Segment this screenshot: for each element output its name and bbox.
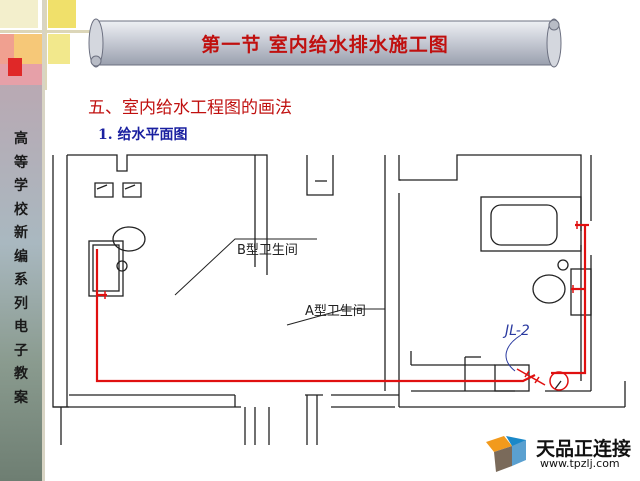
sidebar-char: 案 — [14, 389, 28, 406]
sidebar-char: 校 — [14, 201, 28, 218]
sidebar-char: 学 — [14, 178, 28, 194]
water-supply-floor-plan: B型卫生间 A型卫生间 JL-2 — [52, 154, 626, 445]
sidebar-divider — [42, 0, 45, 481]
sub-heading: 1. 给水平面图 — [98, 127, 188, 143]
sidebar-char: 等 — [14, 154, 28, 171]
sidebar-char: 系 — [14, 272, 28, 288]
sidebar-char: 电 — [14, 319, 28, 335]
section-heading: 五、室内给水工程图的画法 — [88, 98, 292, 118]
sidebar-caption: 高 等 学 校 新 编 系 列 电 子 教 案 — [8, 128, 34, 410]
slide-title: 第一节 室内给水排水施工图 — [201, 34, 449, 56]
corner-decoration — [0, 0, 90, 90]
room-label-b: B型卫生间 — [237, 243, 298, 258]
sidebar-photo-strip — [0, 85, 42, 481]
title-scroll-banner — [88, 18, 562, 68]
watermark-logo-icon — [486, 436, 526, 472]
sidebar-char: 列 — [14, 295, 28, 312]
sidebar-char: 教 — [14, 366, 28, 382]
sidebar-char: 高 — [14, 131, 28, 147]
watermark-url: www.tpzlj.com — [540, 457, 620, 470]
sidebar-char: 子 — [14, 342, 28, 359]
sidebar-char: 新 — [14, 225, 28, 241]
riser-label: JL-2 — [502, 323, 530, 339]
watermark-name: 天品正连接 — [536, 438, 632, 460]
room-label-a: A型卫生间 — [305, 304, 366, 319]
sidebar-char: 编 — [14, 248, 28, 265]
